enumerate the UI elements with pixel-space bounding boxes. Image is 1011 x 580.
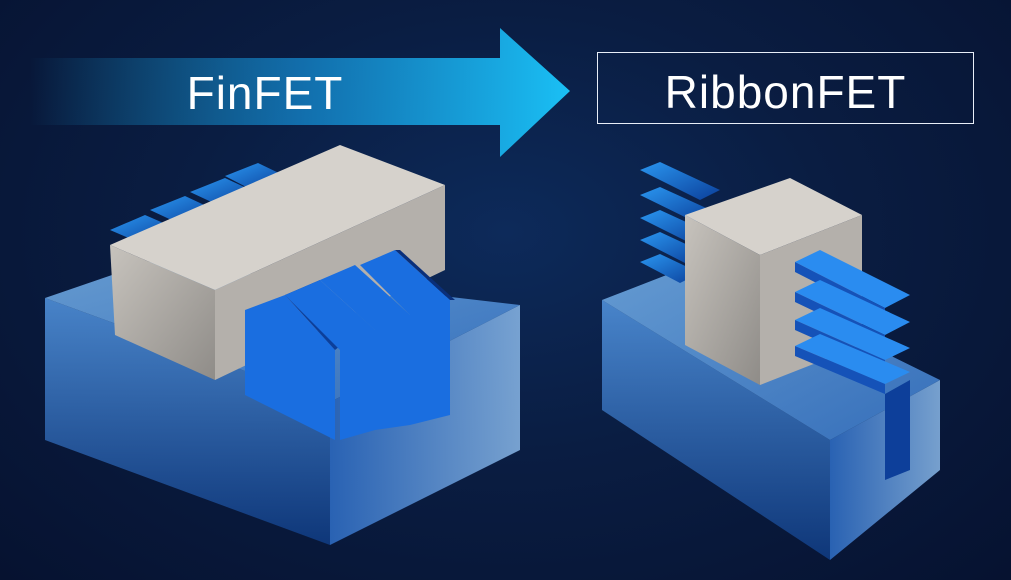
ribbonfet-label: RibbonFET bbox=[664, 66, 907, 118]
ribbonfet-box: RibbonFET bbox=[597, 52, 974, 124]
ribbonfet-structure bbox=[602, 162, 940, 560]
finfet-structure bbox=[45, 145, 520, 545]
finfet-label: FinFET bbox=[186, 67, 344, 119]
arrow-shape bbox=[30, 28, 570, 157]
